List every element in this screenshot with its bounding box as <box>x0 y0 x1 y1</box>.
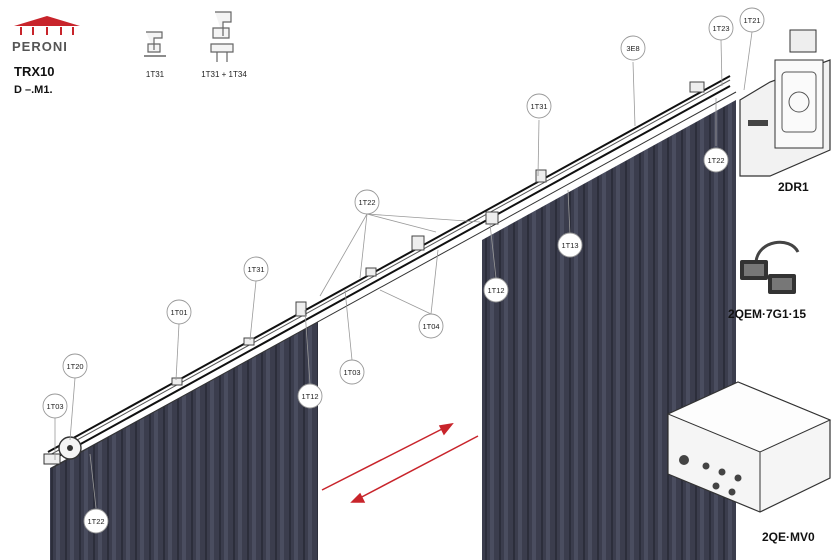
bracket-assembly-icon <box>210 11 234 62</box>
curtain-panel-right <box>482 100 736 560</box>
motor-unit-label: 2DR1 <box>778 180 809 194</box>
callout-bubble: 1T13 <box>557 232 583 258</box>
callout-circle <box>418 313 444 339</box>
leader-lines <box>54 31 753 509</box>
direction-arrows <box>321 422 479 503</box>
legend-part-label: 1T31 <box>145 70 165 79</box>
callout-circle <box>83 508 109 534</box>
cable-label: 2QEM·7G1·15 <box>728 307 807 321</box>
callout-bubble: 1T12 <box>297 383 323 409</box>
callout-bubble: 1T23 <box>708 15 734 41</box>
callout-label: 1T22 <box>358 198 375 207</box>
callout-label: 1T20 <box>66 362 83 371</box>
callout-circle <box>42 393 68 419</box>
callout-label: 1T03 <box>46 402 63 411</box>
callout-label: 3E8 <box>626 44 639 53</box>
callout-label: 1T23 <box>712 24 729 33</box>
callout-bubble: 1T31 <box>243 256 269 282</box>
brand-logo: PERONI <box>12 14 82 54</box>
control-box <box>666 381 832 513</box>
callout-label: 1T31 <box>530 102 547 111</box>
callout-label: 1T03 <box>343 368 360 377</box>
brand-name: PERONI <box>12 39 68 54</box>
track-rail <box>47 75 737 469</box>
callout-bubble: 1T12 <box>483 277 509 303</box>
callout-label: 1T13 <box>561 241 578 250</box>
callout-label: 1T12 <box>301 392 318 401</box>
control-box-label: 2QE·MV0 <box>762 530 815 544</box>
callout-circle <box>166 299 192 325</box>
model-code: TRX10 <box>14 64 55 79</box>
curtain-panel-left <box>50 322 318 560</box>
callout-circle <box>62 353 88 379</box>
callout-circle <box>739 7 765 33</box>
callout-bubble: 1T31 <box>526 93 552 119</box>
callout-label: 1T31 <box>247 265 264 274</box>
callout-circle <box>243 256 269 282</box>
callout-circle <box>297 383 323 409</box>
callout-label: 1T22 <box>707 156 724 165</box>
callout-bubble: 1T21 <box>739 7 765 33</box>
callout-bubble: 1T04 <box>418 313 444 339</box>
callout-bubble: 1T22 <box>83 508 109 534</box>
callout-bubble: 1T01 <box>166 299 192 325</box>
callout-circle <box>354 189 380 215</box>
legend-part-label: 1T31 + 1T34 <box>201 70 247 79</box>
callout-layer: 1T03 1T20 1T22 1T01 1T31 1T12 1T03 1T22 1T04 1T12… <box>42 7 765 534</box>
callout-label: 1T04 <box>422 322 439 331</box>
callout-bubble: 1T22 <box>354 189 380 215</box>
callout-circle <box>708 15 734 41</box>
callout-bubble: 1T20 <box>62 353 88 379</box>
brand-roof-icon <box>14 16 80 35</box>
callout-label: 1T01 <box>170 308 187 317</box>
callout-circle <box>703 147 729 173</box>
callout-bubble: 1T22 <box>703 147 729 173</box>
cable-connector <box>740 240 800 294</box>
track-brackets <box>171 81 705 386</box>
callout-circle <box>620 35 646 61</box>
callout-bubble: 3E8 <box>620 35 646 61</box>
bracket-part-icon <box>144 31 166 57</box>
model-subcode: D –.M1. <box>14 84 53 96</box>
callout-circle <box>557 232 583 258</box>
callout-circle <box>483 277 509 303</box>
callout-bubble: 1T03 <box>339 359 365 385</box>
callout-circle <box>526 93 552 119</box>
callout-label: 1T12 <box>487 286 504 295</box>
callout-bubble: 1T03 <box>42 393 68 419</box>
callout-label: 1T22 <box>87 517 104 526</box>
motor-unit <box>739 29 831 177</box>
callout-label: 1T21 <box>743 16 760 25</box>
callout-circle <box>339 359 365 385</box>
